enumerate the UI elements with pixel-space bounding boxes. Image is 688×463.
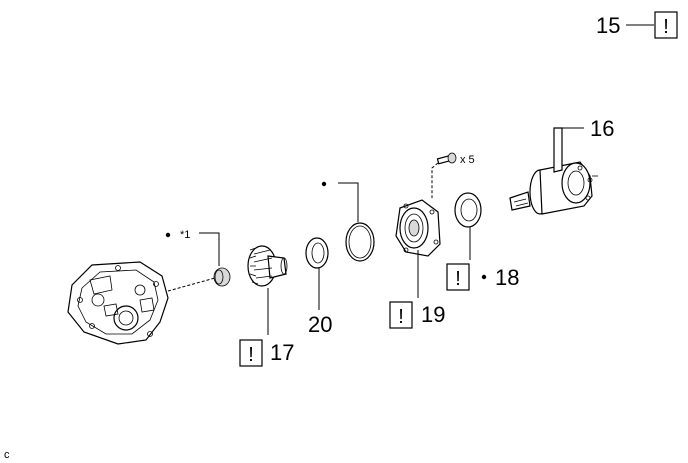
warning-box-15: ! <box>654 11 678 39</box>
label-19: 19 <box>421 302 445 327</box>
oil-seal-18 <box>454 192 482 228</box>
bearing-retainer-19 <box>395 199 441 257</box>
leader-oring <box>338 182 359 222</box>
label-20: 20 <box>308 312 332 337</box>
gear-17 <box>247 245 288 287</box>
label-18: 18 <box>495 265 519 290</box>
label-17: 17 <box>270 340 294 365</box>
warning-box-17: ! <box>239 339 263 367</box>
washer-20 <box>305 237 329 269</box>
label-bolt-qty: x 5 <box>460 154 475 166</box>
svg-text:!: ! <box>248 344 254 366</box>
label-16: 16 <box>590 116 614 141</box>
warning-box-19: ! <box>389 301 413 329</box>
o-ring <box>345 222 375 262</box>
svg-text:!: ! <box>663 16 669 38</box>
plug-part <box>213 267 231 287</box>
bolt-icon <box>436 152 457 165</box>
bolt-dashed-line <box>431 162 439 198</box>
output-shaft-16 <box>509 127 598 215</box>
svg-text:!: ! <box>455 268 461 290</box>
svg-text:!: ! <box>398 306 404 328</box>
bullet-dot-star1 <box>165 232 171 238</box>
bullet-dot-oring <box>321 181 327 187</box>
corner-mark: c <box>4 449 10 461</box>
label-15: 15 <box>596 13 620 38</box>
alignment-dashed-line <box>167 277 216 292</box>
leader-star1 <box>199 232 220 266</box>
label-star1: *1 <box>180 229 190 241</box>
bullet-dot-18 <box>481 274 487 280</box>
warning-box-18: ! <box>446 263 470 291</box>
transfer-case-housing <box>67 261 169 345</box>
